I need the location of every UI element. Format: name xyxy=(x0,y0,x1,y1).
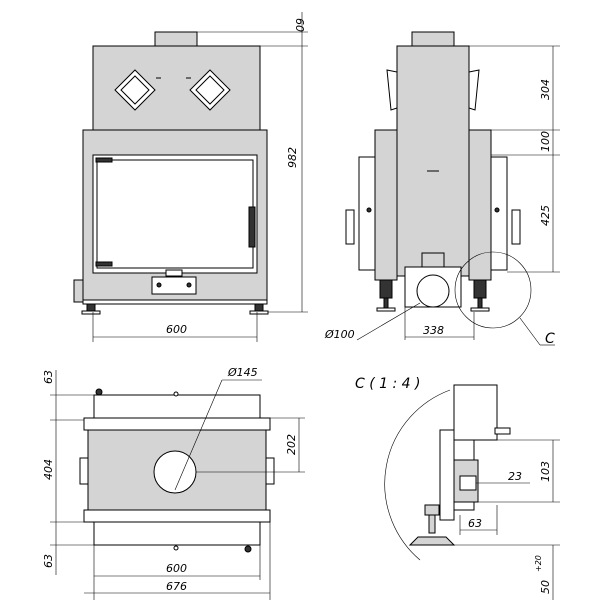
side-dim-diameter-leader xyxy=(356,302,421,341)
side-foot-left xyxy=(379,279,393,299)
plan-knob-bottom-right xyxy=(244,545,252,553)
side-flap-right xyxy=(468,69,480,111)
front-dim-982-label: 982 xyxy=(286,147,299,168)
detail-dim-103-label: 103 xyxy=(539,461,552,482)
side-dim-100-label: 100 xyxy=(539,131,552,152)
side-chimney-collar xyxy=(411,31,455,47)
plan-dim-676-label: 676 xyxy=(166,580,187,593)
front-door-glass xyxy=(96,159,254,269)
plan-bolt-bottom xyxy=(173,545,179,551)
front-diamond-vent-left xyxy=(114,69,156,111)
side-handle-right xyxy=(511,209,521,245)
detail-bracket xyxy=(494,427,511,435)
detail-dim-50-tolerance: +20 xyxy=(534,555,543,572)
plan-dim-404-label: 404 xyxy=(42,459,55,480)
side-foot-pad-left xyxy=(376,307,396,312)
side-insert-left xyxy=(358,156,376,271)
side-foot-pad-right xyxy=(470,307,490,312)
plan-knob-top-left xyxy=(95,388,103,396)
detail-leg-pad xyxy=(408,536,456,546)
side-handle-left xyxy=(345,209,355,245)
side-pipe-opening xyxy=(416,274,450,308)
side-bolt-left xyxy=(366,207,372,213)
plan-dim-600-label: 600 xyxy=(166,562,187,575)
detail-view: C ( 1 : 4 ) 103 23 63 50 +20 xyxy=(355,376,560,600)
plan-dim-diameter-label: Ø145 xyxy=(227,366,258,379)
detail-dim-63-label: 63 xyxy=(468,517,482,530)
detail-leg-nut xyxy=(424,504,440,516)
side-detail-callout: C xyxy=(545,331,555,347)
plan-view: 63 404 63 Ø145 202 600 676 xyxy=(42,366,305,600)
front-base-plate xyxy=(82,299,268,305)
front-dim-600-label: 600 xyxy=(166,323,187,336)
side-dim-diameter-label: Ø100 xyxy=(324,328,355,341)
detail-foot-slot xyxy=(459,475,477,491)
side-panel-right xyxy=(468,129,492,281)
detail-leg-stem xyxy=(428,514,436,534)
plan-diameter-leader xyxy=(174,379,223,491)
front-view: 60 982 600 xyxy=(73,12,308,342)
front-chimney-collar xyxy=(154,31,198,47)
plan-top-ledge xyxy=(93,394,261,421)
front-hinge-top xyxy=(95,157,113,163)
front-foot-pad-right xyxy=(249,310,269,315)
side-foot-stem-left xyxy=(383,297,389,309)
plan-bottom-ledge xyxy=(93,521,261,546)
side-flap-left xyxy=(386,69,398,111)
front-door-handle xyxy=(248,206,256,248)
plan-dim-63-bottom-label: 63 xyxy=(42,554,55,568)
side-bolt-right xyxy=(494,207,500,213)
front-foot-pad-left xyxy=(81,310,101,315)
detail-dim-23-label: 23 xyxy=(508,470,522,483)
side-insert-right xyxy=(490,156,508,271)
side-detail-leader xyxy=(519,317,541,346)
side-detail-circle xyxy=(454,251,532,329)
side-dim-338-label: 338 xyxy=(423,324,444,337)
side-main-column xyxy=(396,45,470,277)
plan-bolt-top xyxy=(173,391,179,397)
front-diamond-vent-right xyxy=(189,69,231,111)
plan-bottom-rail xyxy=(83,509,271,523)
plan-side-handle-left xyxy=(79,457,89,485)
detail-title: C ( 1 : 4 ) xyxy=(355,376,420,392)
plan-flue-circle xyxy=(153,450,197,494)
front-dim-60-label: 60 xyxy=(293,18,306,32)
side-foot-right xyxy=(473,279,487,299)
detail-wall xyxy=(439,429,455,521)
detail-dim-50-label: 50 xyxy=(539,580,552,594)
plan-top-rail xyxy=(83,417,271,431)
side-dim-304-label: 304 xyxy=(539,79,552,100)
front-side-tab xyxy=(73,279,84,303)
plan-dim-202-label: 202 xyxy=(285,434,298,455)
plan-side-handle-right xyxy=(265,457,275,485)
side-dim-425-label: 425 xyxy=(539,205,552,226)
front-ash-knob-left xyxy=(156,282,162,288)
front-ash-plate xyxy=(151,276,197,295)
side-panel-left xyxy=(374,129,398,281)
front-hinge-bottom xyxy=(95,261,113,267)
front-ash-knob-right xyxy=(186,282,192,288)
front-ash-clip xyxy=(165,269,183,277)
detail-boundary-arc xyxy=(384,389,451,561)
side-view: C 304 100 425 338 Ø100 xyxy=(324,31,560,347)
detail-upper-panel xyxy=(453,384,498,441)
plan-dim-63-top-label: 63 xyxy=(42,370,55,384)
side-pipe-collar xyxy=(421,252,445,268)
side-foot-stem-right xyxy=(477,297,483,309)
